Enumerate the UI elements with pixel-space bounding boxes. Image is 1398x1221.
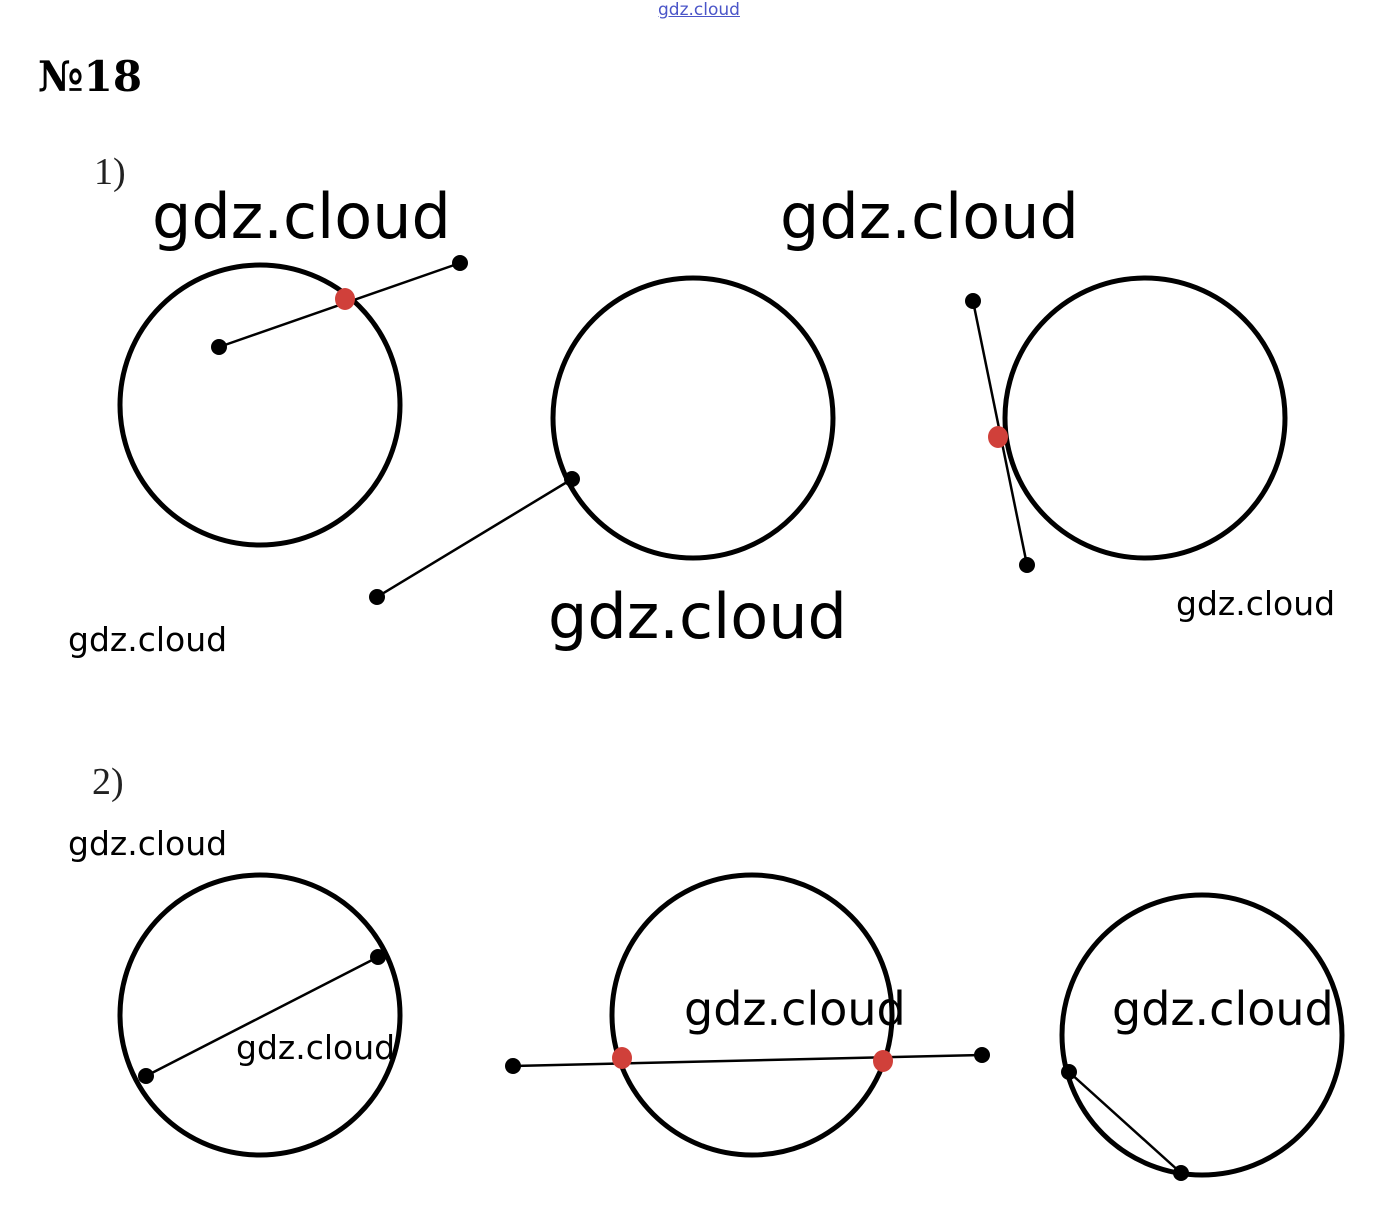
point xyxy=(564,471,580,487)
watermark: gdz.cloud xyxy=(684,982,906,1036)
circle-2b xyxy=(609,872,895,1158)
point xyxy=(1061,1064,1077,1080)
circle-1b xyxy=(550,275,836,561)
part-label-1: 1) xyxy=(94,151,126,193)
watermark: gdz.cloud xyxy=(548,580,847,653)
intersection-point xyxy=(873,1050,893,1072)
point xyxy=(369,589,385,605)
point xyxy=(138,1068,154,1084)
circle-2a xyxy=(117,872,403,1158)
point xyxy=(452,255,468,271)
segment-2b xyxy=(512,1053,983,1068)
part-label-2: 2) xyxy=(92,761,124,803)
watermark: gdz.cloud xyxy=(68,824,228,863)
circle-1a xyxy=(117,262,403,548)
segment-1b xyxy=(376,477,573,599)
watermark: gdz.cloud xyxy=(152,180,451,253)
point xyxy=(505,1058,521,1074)
circle-1c xyxy=(1002,275,1288,561)
intersection-point xyxy=(335,288,355,310)
chord-2a xyxy=(145,955,379,1078)
watermark: gdz.cloud xyxy=(780,180,1079,253)
circle-2c xyxy=(1059,892,1345,1178)
point xyxy=(974,1047,990,1063)
point xyxy=(1019,557,1035,573)
point xyxy=(370,949,386,965)
watermark: gdz.cloud xyxy=(1112,982,1334,1036)
task-number: №18 xyxy=(38,52,143,101)
watermark: gdz.cloud xyxy=(1176,584,1336,623)
intersection-point xyxy=(988,426,1008,448)
watermark: gdz.cloud xyxy=(68,620,228,659)
site-link[interactable]: gdz.cloud xyxy=(658,0,740,20)
point xyxy=(211,339,227,355)
watermark: gdz.cloud xyxy=(236,1028,396,1067)
point xyxy=(1173,1165,1189,1181)
point xyxy=(965,293,981,309)
intersection-point xyxy=(612,1047,632,1069)
chord-2c xyxy=(1068,1071,1182,1174)
